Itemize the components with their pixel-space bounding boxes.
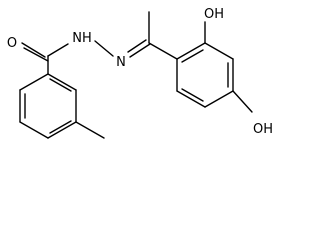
- bond-ring2-b: [204, 42, 234, 60]
- molecule-structure: O NH N OH OH: [7, 7, 273, 139]
- bond-ring2-e: [176, 90, 206, 108]
- atom-label-nh: NH: [72, 31, 92, 46]
- bond-ring2-oh-para: [232, 90, 253, 113]
- bond-ring1-inner-3: [49, 78, 72, 92]
- bond-ring1-inner-2: [49, 120, 72, 134]
- atom-label-oh-para: OH: [253, 122, 273, 137]
- bond-n-c-double-2: [127, 39, 147, 53]
- bond-ring1-d: [47, 121, 77, 139]
- bond-ring2-a: [176, 42, 206, 60]
- bond-n-c-double-1: [129, 43, 151, 58]
- bond-ring2-inner-1: [181, 49, 204, 63]
- atom-label-o-carbonyl: O: [7, 36, 17, 51]
- bond-methyl-ring1: [75, 121, 105, 139]
- bond-ring2-d: [204, 90, 234, 108]
- bond-carbonyl-double-2: [23, 47, 49, 62]
- bond-carbonyl-double-1: [21, 42, 46, 58]
- atom-label-oh-ortho: OH: [204, 7, 224, 22]
- bond-ring2-inner-3: [181, 88, 204, 102]
- bond-ring1-f: [47, 73, 77, 91]
- bond-carbonyl-nh: [47, 43, 69, 57]
- bond-ring1-c: [19, 121, 49, 139]
- atom-label-n-imine: N: [116, 55, 126, 70]
- bond-nh-n: [94, 40, 114, 57]
- bonds: [19, 11, 253, 139]
- bond-ring1-a: [19, 73, 49, 91]
- bond-imine-ring2: [148, 42, 178, 60]
- atom-labels: O NH N OH OH: [7, 7, 273, 137]
